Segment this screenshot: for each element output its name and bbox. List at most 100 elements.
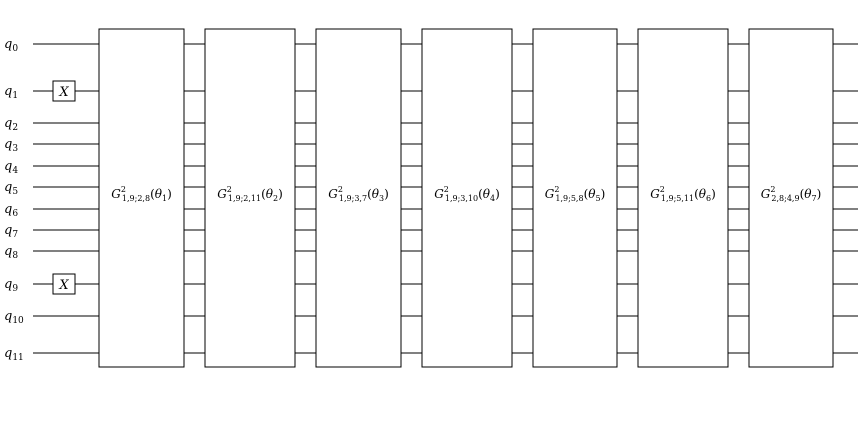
qubit-label-index: 5	[12, 187, 18, 197]
qubit-label-index: 8	[12, 251, 18, 261]
gate-param-index: 5	[595, 194, 600, 203]
gate-symbol: G	[434, 187, 444, 201]
gate-symbol: G	[761, 187, 771, 201]
qubit-label-name: q	[4, 180, 12, 195]
gate-param-index: 3	[379, 194, 384, 203]
gate-superscript: 2	[770, 185, 775, 194]
qubit-label-q4: q4	[4, 159, 18, 176]
gate-paren-close: )	[817, 187, 822, 201]
gate-param-index: 1	[162, 194, 167, 203]
gate-superscript: 2	[121, 185, 126, 194]
qubit-label-name: q	[4, 202, 12, 217]
gate-param: θ	[588, 187, 596, 201]
qubit-label-index: 7	[12, 230, 18, 240]
qubit-label-name: q	[4, 159, 12, 174]
gate-paren-open: (	[367, 187, 372, 201]
gate-paren-close: )	[384, 187, 389, 201]
qubit-label-q0: q0	[4, 37, 18, 54]
qubit-label-index: 4	[12, 166, 18, 176]
qubit-label-q9: q9	[4, 277, 18, 294]
qubit-label-index: 3	[12, 144, 18, 154]
qubit-label-q2: q2	[4, 116, 18, 133]
gate-paren-close: )	[711, 187, 716, 201]
qubit-label-name: q	[4, 309, 12, 324]
gate-param: θ	[483, 187, 491, 201]
qubit-label-name: q	[4, 346, 12, 361]
givens-gate-5	[532, 28, 618, 368]
gate-paren-close: )	[167, 187, 172, 201]
gate-symbol: G	[217, 187, 227, 201]
gate-subscript: 1,9;3,7	[339, 194, 367, 203]
qubit-label-q6: q6	[4, 202, 18, 219]
givens-gate-7	[748, 28, 834, 368]
gate-superscript: 2	[338, 185, 343, 194]
gate-superscript: 2	[227, 185, 232, 194]
qubit-label-name: q	[4, 116, 12, 131]
gate-paren-open: (	[478, 187, 483, 201]
qubit-label-q10: q10	[4, 309, 24, 326]
gate-subscript: 1,9;5,8	[555, 194, 583, 203]
qubit-label-index: 2	[12, 123, 18, 133]
gate-paren-open: (	[261, 187, 266, 201]
gate-paren-close: )	[495, 187, 500, 201]
qubit-label-index: 6	[12, 209, 18, 219]
givens-gate-3	[315, 28, 402, 368]
qubit-label-name: q	[4, 244, 12, 259]
gate-paren-open: (	[800, 187, 805, 201]
givens-gate-4	[421, 28, 513, 368]
qubit-label-name: q	[4, 84, 12, 99]
gate-superscript: 2	[444, 185, 449, 194]
x-gate-q9	[52, 273, 76, 295]
gate-param-index: 7	[811, 194, 816, 203]
gate-param: θ	[699, 187, 707, 201]
gate-paren-open: (	[694, 187, 699, 201]
gate-paren-open: (	[150, 187, 155, 201]
gate-symbol: G	[650, 187, 660, 201]
x-gate-label: X	[58, 85, 69, 100]
gate-paren-open: (	[584, 187, 589, 201]
gate-param-index: 2	[273, 194, 278, 203]
gate-paren-close: )	[278, 187, 283, 201]
qubit-label-index: 10	[12, 316, 24, 326]
gate-subscript: 1,9;2,8	[122, 194, 150, 203]
x-gate-q1	[52, 80, 76, 102]
gate-subscript: 1,9;5,11	[661, 194, 694, 203]
qubit-label-index: 11	[12, 353, 23, 363]
qubit-label-index: 1	[12, 91, 18, 101]
qubit-label-q3: q3	[4, 137, 18, 154]
qubit-label-name: q	[4, 277, 12, 292]
gate-subscript: 2,8;4,9	[771, 194, 799, 203]
gate-paren-close: )	[601, 187, 606, 201]
gate-param: θ	[804, 187, 812, 201]
qubit-label-q5: q5	[4, 180, 18, 197]
qubit-label-name: q	[4, 223, 12, 238]
gate-superscript: 2	[660, 185, 665, 194]
x-gate-label: X	[58, 278, 69, 293]
qubit-label-q1: q1	[4, 84, 18, 101]
gate-subscript: 1,9;2,11	[228, 194, 261, 203]
qubit-label-name: q	[4, 37, 12, 52]
gate-symbol: G	[111, 187, 121, 201]
gate-param-index: 4	[490, 194, 495, 203]
givens-gate-1	[98, 28, 185, 368]
givens-gate-6	[637, 28, 729, 368]
gate-superscript: 2	[554, 185, 559, 194]
gate-symbol: G	[328, 187, 338, 201]
gate-subscript: 1,9;3,10	[445, 194, 478, 203]
qubit-label-q11: q11	[4, 346, 24, 363]
qubit-label-index: 0	[12, 44, 18, 54]
gate-param: θ	[372, 187, 380, 201]
qubit-label-q8: q8	[4, 244, 18, 261]
gate-symbol: G	[545, 187, 555, 201]
qubit-label-q7: q7	[4, 223, 18, 240]
qubit-label-index: 9	[12, 284, 18, 294]
